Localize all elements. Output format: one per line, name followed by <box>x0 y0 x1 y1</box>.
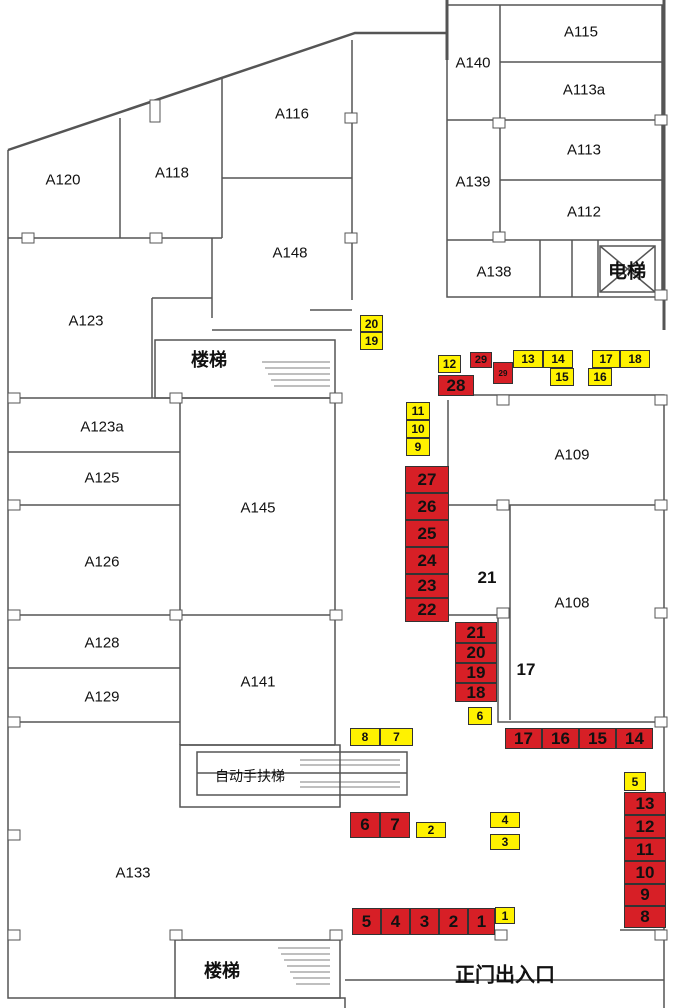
booth-red-10[interactable]: 10 <box>624 861 666 884</box>
stairs-bottom-label: 楼梯 <box>204 961 240 982</box>
booth-red-15[interactable]: 15 <box>579 728 616 749</box>
room-a139[interactable]: A139 <box>455 173 491 191</box>
booth-yellow-8[interactable]: 8 <box>350 728 380 746</box>
booth-red-17[interactable]: 17 <box>505 728 542 749</box>
booth-red-25[interactable]: 25 <box>405 520 449 547</box>
room-a138[interactable]: A138 <box>476 263 512 281</box>
booth-red-20[interactable]: 20 <box>455 643 497 663</box>
booth-yellow-17[interactable]: 17 <box>592 350 620 368</box>
room-a109[interactable]: A109 <box>554 446 590 464</box>
room-a113a[interactable]: A113a <box>562 81 606 99</box>
room-a140[interactable]: A140 <box>455 54 491 72</box>
booth-red-1[interactable]: 1 <box>468 908 495 935</box>
booth-red-24[interactable]: 24 <box>405 547 449 574</box>
booth-red-23[interactable]: 23 <box>405 574 449 598</box>
booth-red-12[interactable]: 12 <box>624 815 666 838</box>
booth-yellow-13[interactable]: 13 <box>513 350 543 368</box>
booth-yellow-16[interactable]: 16 <box>588 368 612 386</box>
room-a113[interactable]: A113 <box>567 141 601 159</box>
booth-red-4[interactable]: 4 <box>381 908 410 935</box>
booth-red-21[interactable]: 21 <box>455 622 497 643</box>
room-a126[interactable]: A126 <box>84 553 120 571</box>
booth-yellow-12[interactable]: 12 <box>438 355 461 373</box>
elevator-label: 电梯 <box>607 260 647 283</box>
booth-yellow-4[interactable]: 4 <box>490 812 520 828</box>
zone-17-label: 17 <box>516 660 536 679</box>
booth-red-18[interactable]: 18 <box>455 683 497 702</box>
booth-yellow-14[interactable]: 14 <box>543 350 573 368</box>
booth-red-9[interactable]: 9 <box>624 884 666 906</box>
booth-red-3[interactable]: 3 <box>410 908 439 935</box>
booth-yellow-5[interactable]: 5 <box>624 772 646 791</box>
room-a148[interactable]: A148 <box>272 244 308 262</box>
booth-red-14[interactable]: 14 <box>616 728 653 749</box>
booth-red-8[interactable]: 8 <box>624 906 666 928</box>
booth-red-16[interactable]: 16 <box>542 728 579 749</box>
room-a116[interactable]: A116 <box>275 105 309 123</box>
booth-red-28[interactable]: 28 <box>438 375 474 396</box>
room-a120[interactable]: A120 <box>45 171 81 189</box>
booth-red-27[interactable]: 27 <box>405 466 449 493</box>
booth-yellow-20[interactable]: 20 <box>360 315 383 332</box>
zone-21-label: 21 <box>477 568 497 587</box>
room-a115[interactable]: A115 <box>564 23 598 41</box>
booth-red-29[interactable]: 29 <box>470 352 492 368</box>
room-a133[interactable]: A133 <box>115 864 151 882</box>
room-a108[interactable]: A108 <box>554 594 590 612</box>
room-a125[interactable]: A125 <box>84 469 120 487</box>
room-a129[interactable]: A129 <box>84 688 120 706</box>
main-entrance-label: 正门出入口 <box>455 962 555 987</box>
room-a112[interactable]: A112 <box>567 203 601 221</box>
booth-red-22[interactable]: 22 <box>405 598 449 622</box>
booth-yellow-2[interactable]: 2 <box>416 822 446 838</box>
booth-yellow-18[interactable]: 18 <box>620 350 650 368</box>
booth-yellow-3[interactable]: 3 <box>490 834 520 850</box>
booth-yellow-19[interactable]: 19 <box>360 332 383 350</box>
booth-yellow-9[interactable]: 9 <box>406 438 430 456</box>
escalator-label: 自动手扶梯 <box>215 769 285 785</box>
room-a145[interactable]: A145 <box>240 499 276 517</box>
booth-red-13[interactable]: 13 <box>624 792 666 815</box>
room-a123a[interactable]: A123a <box>80 418 124 436</box>
booth-yellow-6[interactable]: 6 <box>468 707 492 725</box>
booth-red-11[interactable]: 11 <box>624 838 666 861</box>
booth-yellow-10[interactable]: 10 <box>406 420 430 438</box>
booth-yellow-7[interactable]: 7 <box>380 728 413 746</box>
booth-red-29-small[interactable]: 29 <box>493 362 513 384</box>
booth-red-6[interactable]: 6 <box>350 812 380 838</box>
booth-red-2[interactable]: 2 <box>439 908 468 935</box>
booth-yellow-11[interactable]: 11 <box>406 402 430 420</box>
stairs-top-label: 楼梯 <box>191 350 227 371</box>
booth-red-26[interactable]: 26 <box>405 493 449 520</box>
room-a118[interactable]: A118 <box>155 164 189 182</box>
room-a123[interactable]: A123 <box>68 312 104 330</box>
booth-yellow-15[interactable]: 15 <box>550 368 574 386</box>
room-a141[interactable]: A141 <box>240 673 276 691</box>
booth-yellow-1[interactable]: 1 <box>495 907 515 924</box>
room-a128[interactable]: A128 <box>84 634 120 652</box>
booth-red-19[interactable]: 19 <box>455 663 497 683</box>
booth-red-7[interactable]: 7 <box>380 812 410 838</box>
booth-red-5[interactable]: 5 <box>352 908 381 935</box>
